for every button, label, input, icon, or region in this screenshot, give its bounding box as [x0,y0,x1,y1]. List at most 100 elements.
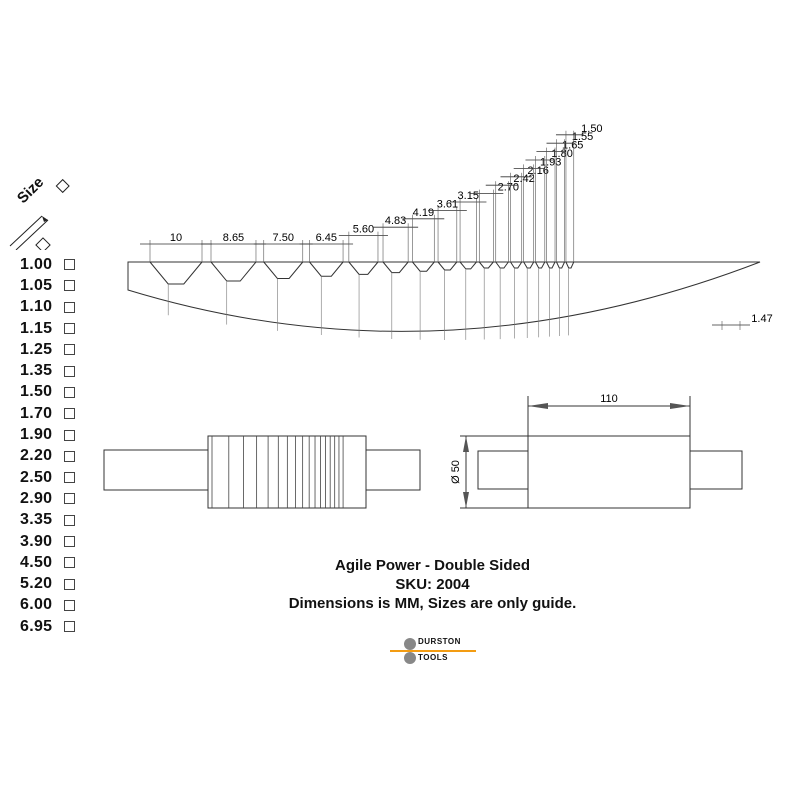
dimension-callout: 1.55 [546,131,593,262]
profile-outline [127,261,761,332]
profile-groove [535,261,546,269]
front-view-grooves [211,436,344,508]
size-checkbox[interactable] [64,599,75,611]
size-value: 1.50 [20,383,53,401]
dimension-label: 2.16 [527,165,548,177]
size-value: 1.90 [20,426,53,444]
size-row: 2.20 [20,446,75,467]
profile-groove [478,261,494,269]
size-row: 1.35 [20,360,75,381]
size-checkbox[interactable] [64,429,75,441]
size-value: 3.90 [20,532,53,550]
size-heading: Size [2,170,82,253]
profile-groove [309,261,344,277]
size-row: 6.95 [20,616,75,637]
dimension-label: 1.65 [562,140,583,152]
profile-groove [348,261,379,275]
dimension-label: 8.65 [223,232,244,244]
dimension-label: 6.45 [316,232,337,244]
caption: Agile Power - Double Sided SKU: 2004 Dim… [270,556,595,613]
dimension-callout: 3.61 [428,198,467,262]
dimension-label: 2.42 [513,173,534,185]
roller-front-view [103,435,421,509]
product-title: Agile Power - Double Sided [334,557,531,574]
dimension-callout: 2.16 [500,165,549,262]
profile-groove [556,261,566,269]
dimension-label: 5.60 [353,224,374,236]
size-row: 3.35 [20,510,75,531]
dimension-label: 1.47 [751,313,772,325]
dimension-label: 1.50 [581,123,602,135]
size-checkbox[interactable] [64,386,75,398]
size-row: 1.50 [20,382,75,403]
profile-groove [382,261,409,274]
size-row: 6.00 [20,595,75,616]
dimension-callout: 4.83 [373,215,419,262]
logo-line2: TOOLS [418,653,448,662]
size-checkbox[interactable] [64,280,75,292]
size-row: 1.05 [20,275,75,296]
size-row: 1.25 [20,339,75,360]
size-row: 1.10 [20,297,75,318]
dimension-callout: 7.50 [253,232,313,262]
size-checkbox[interactable] [64,450,75,462]
size-value: 2.20 [20,447,53,465]
size-value: 3.35 [20,511,53,529]
size-row: 2.50 [20,467,75,488]
profile-groove [495,261,509,269]
size-checkbox[interactable] [64,493,75,505]
size-value: 1.35 [20,362,53,380]
size-row: 1.00 [20,254,75,275]
size-checkbox[interactable] [64,578,75,590]
dimension-callout: 5.60 [338,224,388,262]
size-checkbox[interactable] [64,301,75,313]
profile-groove [545,261,556,269]
dimension-label: 10 [170,232,182,244]
size-value: 1.25 [20,340,53,358]
size-checkbox[interactable] [64,557,75,569]
dimension-callout: 2.42 [485,173,535,262]
logo-line1: DURSTON [418,637,461,646]
dimension-label: 4.19 [413,207,434,219]
size-checkbox[interactable] [64,365,75,377]
durston-tools-logo: DURSTON TOOLS [388,636,478,666]
size-checkbox[interactable] [64,514,75,526]
size-row: 1.70 [20,403,75,424]
dimension-callout: 3.15 [450,190,487,262]
size-checkbox[interactable] [64,323,75,335]
logo-mark [390,638,476,664]
profile-groove [149,261,203,285]
dimension-label: 4.83 [385,215,406,227]
profile-grooves [149,261,575,340]
size-checkbox[interactable] [64,472,75,484]
size-value: 1.15 [20,319,53,337]
size-value: 4.50 [20,553,53,571]
dimension-callout: 1.65 [536,140,583,262]
profile-groove [437,261,458,271]
size-checkbox[interactable] [64,344,75,356]
size-checkbox[interactable] [64,536,75,547]
size-value: 5.20 [20,575,53,593]
roller-side-view: 110 Ø 50 [450,393,743,509]
size-value: 1.10 [20,298,53,316]
dimension-callout: 6.45 [299,232,354,262]
size-value: 2.90 [20,489,53,507]
profile-groove [523,261,535,269]
size-checkbox[interactable] [64,621,75,633]
dimensions-note: Dimensions is MM, Sizes are only guide. [288,595,577,612]
dimension-label: 1.93 [540,156,561,168]
size-value: 1.05 [20,276,53,294]
size-list: 1.00 1.05 1.10 1.15 1.25 1.35 1.50 1.70 1.90 2.20… [20,254,75,637]
size-value: 2.50 [20,468,53,486]
size-value: 1.00 [20,255,53,273]
dimension-callout: 10 [140,232,212,262]
size-value: 1.70 [20,404,53,422]
size-checkbox[interactable] [64,259,75,271]
side-view-diameter-label: Ø 50 [450,460,462,484]
size-checkbox[interactable] [64,408,75,420]
size-row: 3.90 [20,531,75,552]
side-view-length-label: 110 [600,393,618,405]
dimension-callout: 4.19 [402,207,445,262]
